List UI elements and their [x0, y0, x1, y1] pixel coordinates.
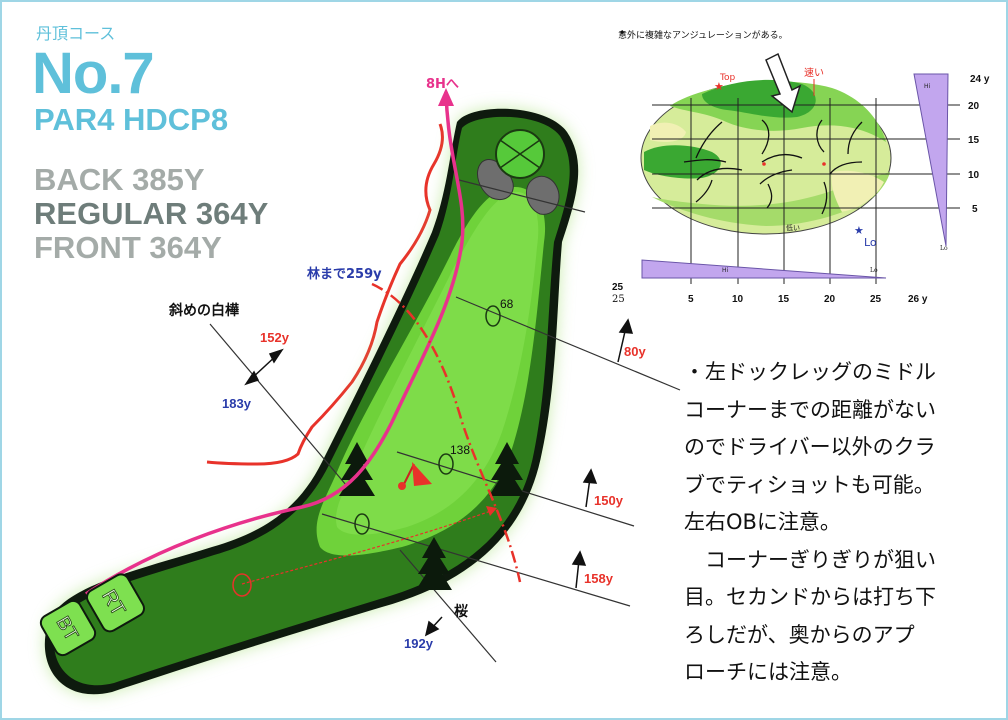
side-tick-5: 5	[972, 204, 978, 215]
green-note: 意外に複雑なアンジュレーションがある。	[618, 31, 788, 41]
bottom-tick-25: 25	[870, 294, 882, 305]
arrow-192y-icon	[424, 616, 443, 637]
hole-number: No.7	[32, 41, 155, 106]
play-line-arrow-icon	[438, 88, 454, 106]
line-green-center	[458, 179, 586, 213]
yardage-150y: 150y	[594, 493, 624, 508]
yardage-183y: 183y	[222, 396, 252, 411]
marker-fairway-ring	[354, 513, 370, 535]
green-detail-inset: Top ★ 速い 低い ★ Lo Hi Lo Hi Lo 24 y 20 15 …	[612, 30, 990, 305]
woods-distance-line	[371, 282, 522, 583]
slope-arrows-icon	[683, 119, 863, 215]
fast-label: 速い	[804, 67, 824, 79]
double-arrow-birch-icon	[244, 348, 284, 386]
yardage-152y: 152y	[260, 330, 290, 345]
green-contour-flat	[831, 170, 884, 212]
side-tick-10: 10	[968, 170, 980, 181]
bottom-lo-label: Lo	[870, 267, 878, 274]
marker-68-label: 68	[500, 297, 514, 311]
next-hole-label: 8Hへ	[426, 77, 459, 92]
side-hi-label: Hi	[924, 83, 931, 90]
marker-138-ring	[438, 453, 454, 475]
low-point-1	[762, 162, 766, 166]
tree-cluster-bottom	[416, 537, 452, 590]
bottom-hi-label: Hi	[722, 267, 729, 274]
green-crosshair-b	[499, 139, 541, 169]
side-tick-15: 15	[968, 135, 980, 146]
side-elevation-wedge	[913, 73, 949, 247]
play-line	[85, 91, 465, 596]
second-shot-line	[241, 509, 495, 585]
course-name: 丹頂コース	[36, 26, 116, 43]
tee-back-yardage: BACK 385Y	[34, 162, 205, 197]
lo-star-icon: ★	[854, 224, 864, 237]
marker-68-ring	[485, 305, 501, 327]
green-grid	[652, 98, 960, 284]
marker-138-label: 138	[450, 443, 470, 457]
yardage-80y: 80y	[624, 344, 646, 359]
depth-bottom-label: 25	[612, 294, 625, 305]
bottom-tick-5: 5	[688, 294, 694, 305]
green-contour-flat-left	[650, 122, 686, 142]
line-cherry	[399, 549, 497, 663]
bottom-elevation-wedge	[641, 259, 887, 279]
birch-label: 斜めの白樺	[168, 302, 239, 319]
pin-hole	[398, 482, 406, 490]
fairway-highlight	[336, 191, 539, 535]
tree-cluster-right	[489, 442, 525, 496]
low-point-2	[822, 162, 826, 166]
rough-area	[54, 116, 570, 686]
pin-pole	[403, 463, 415, 485]
green-contour-left	[644, 145, 721, 179]
arrow-158y-icon	[571, 550, 587, 589]
top-label: Top	[719, 73, 735, 83]
side-scale-title: 24 y	[970, 74, 990, 85]
cherry-label: 桜	[454, 603, 468, 620]
note-bullet	[620, 30, 624, 34]
arrow-80y-icon	[617, 318, 634, 363]
side-tick-20: 20	[968, 101, 980, 112]
line-80y	[455, 296, 681, 391]
layup-ring	[232, 573, 252, 597]
arrow-150y-icon	[582, 468, 598, 508]
tee-regular-yardage: REGULAR 364Y	[34, 196, 269, 231]
top-star-icon: ★	[714, 80, 724, 93]
yardage-158y: 158y	[584, 571, 614, 586]
side-lo-label: Lo	[940, 245, 948, 252]
approach-arrow-icon	[765, 52, 802, 114]
woods-distance-label: 林まで259y	[307, 266, 382, 282]
line-birch	[209, 323, 353, 493]
pin-flag	[412, 462, 432, 486]
bottom-tick-20: 20	[824, 294, 836, 305]
lo-label: Lo	[864, 236, 877, 249]
low-label: 低い	[786, 223, 800, 232]
tee-box-rt	[86, 573, 145, 633]
depth-top-label: 25	[612, 282, 624, 293]
tee-front-yardage: FRONT 364Y	[34, 230, 222, 265]
par-hdcp: PAR4 HDCP8	[34, 102, 229, 137]
second-shot-arrow-icon	[486, 506, 497, 516]
ob-boundary-line	[206, 123, 444, 466]
bottom-end-label: 26 y	[908, 294, 928, 305]
bottom-tick-10: 10	[732, 294, 744, 305]
hole-description: ・左ドックレッグのミドル コーナーまでの距離がない のでドライバー以外のクラ ブ…	[684, 360, 936, 684]
tee-box-bt	[39, 599, 97, 657]
bottom-tick-15: 15	[778, 294, 790, 305]
line-158y	[321, 513, 631, 607]
yardage-192y: 192y	[404, 636, 434, 651]
